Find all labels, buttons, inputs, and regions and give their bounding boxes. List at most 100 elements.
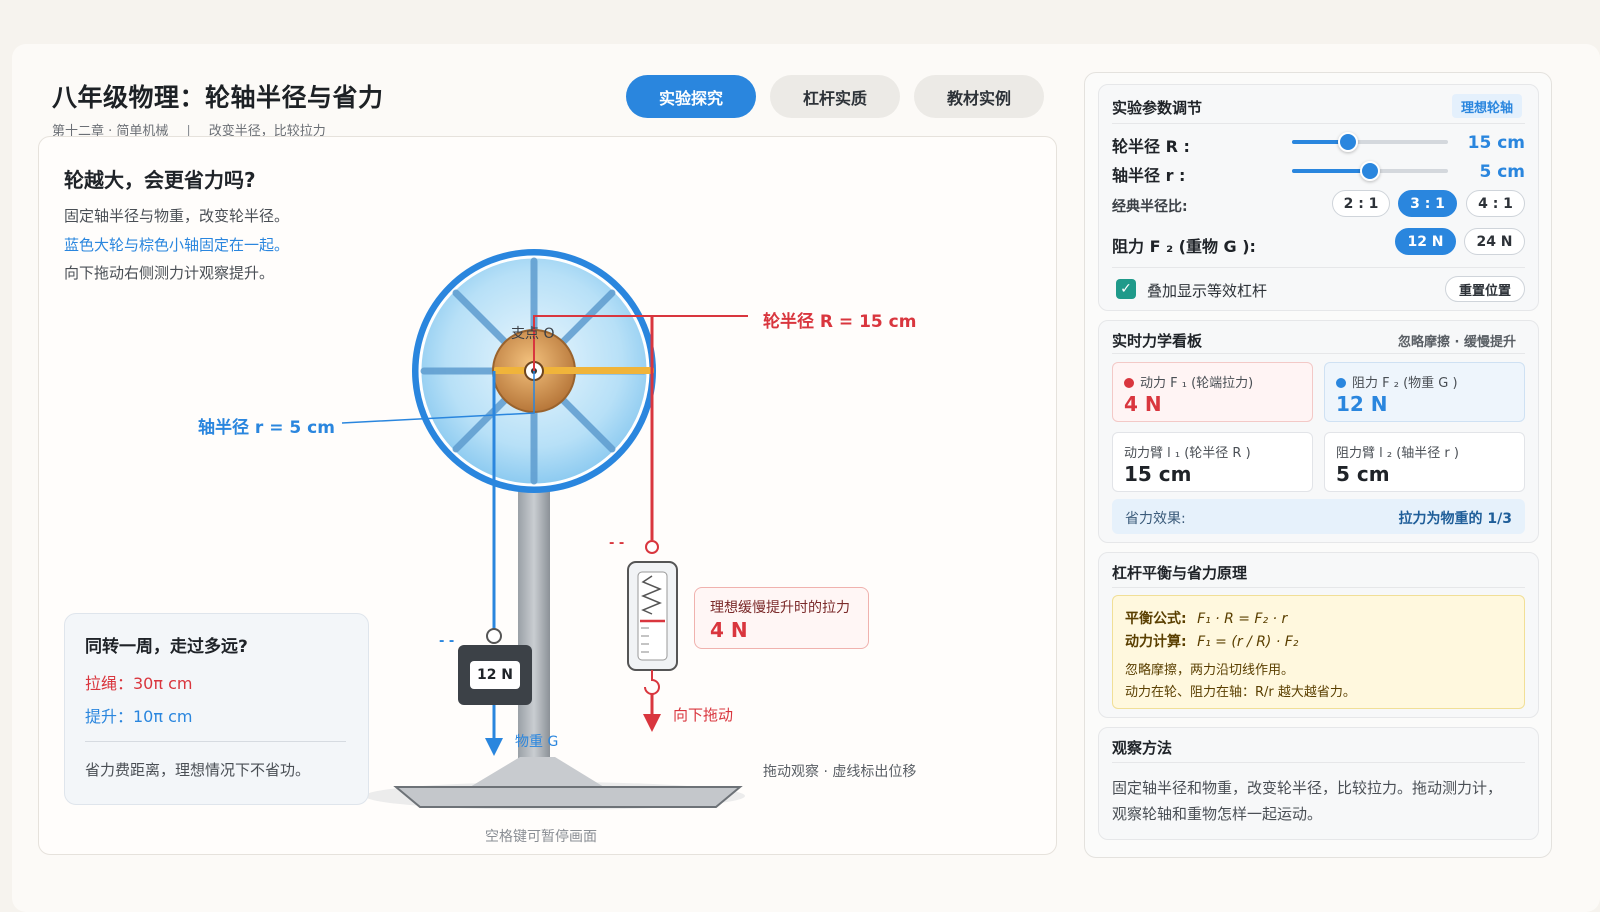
- ratio-4-1-button[interactable]: 4 : 1: [1466, 190, 1525, 217]
- wheel-radius-value: 15 cm: [1467, 133, 1525, 153]
- effort-arm-value: 15 cm: [1124, 462, 1192, 486]
- effort-force-label-text: 动力 F ₁ (轮端拉力): [1140, 376, 1254, 391]
- wheel-radius-label: 轮半径 R = 15 cm: [763, 312, 917, 332]
- stand-base-top: [470, 757, 604, 787]
- method-section: [1098, 727, 1539, 840]
- tension-title: 理想缓慢提升时的拉力: [710, 600, 850, 616]
- spring-coil: [641, 575, 662, 615]
- distance-card-divider: [85, 741, 346, 742]
- axle-radius-slider[interactable]: [1292, 161, 1448, 181]
- tab-experiment[interactable]: 实验探究: [626, 75, 756, 118]
- dashboard-title: 实时力学看板: [1112, 332, 1203, 350]
- load-force-label-text: 阻力 F ₂ (物重 G ): [1352, 376, 1458, 391]
- balance-formula: F₁ · R = F₂ · r: [1197, 611, 1288, 627]
- scale-ticks: [641, 627, 649, 653]
- effort-arm-label: 动力臂 l ₁ (轮半径 R ): [1124, 446, 1251, 461]
- method-line-2: 观察轮轴和重物怎样一起运动。: [1112, 805, 1323, 823]
- effort-key: 动力计算:: [1125, 634, 1187, 650]
- drag-hint: 拖动观察 · 虚线标出位移: [763, 764, 917, 780]
- overlay-label[interactable]: 叠加显示等效杠杆: [1147, 282, 1268, 300]
- method-divider: [1112, 762, 1525, 763]
- distance-card-title: 同转一周，走过多远?: [85, 637, 248, 657]
- effect-value: 拉力为物重的 1/3: [1398, 511, 1512, 527]
- distance-card-note: 省力费距离，理想情况下不省功。: [85, 761, 311, 779]
- pull-down-label: 向下拖动: [673, 706, 734, 724]
- load-arm-box: 阻力臂 l ₂ (轴半径 r ) 5 cm: [1324, 432, 1525, 492]
- principle-note-2: 动力在轮、阻力在轴：R/r 越大越省力。: [1125, 685, 1356, 700]
- axle-radius-value: 5 cm: [1479, 162, 1525, 182]
- load-arm-label: 阻力臂 l ₂ (轴半径 r ): [1336, 446, 1459, 461]
- ratio-2-1-button[interactable]: 2 : 1: [1332, 190, 1390, 217]
- effort-force-box: 动力 F ₁ (轮端拉力) 4 N: [1112, 362, 1313, 422]
- axle-radius-slider-fill: [1292, 169, 1370, 173]
- subtitle-separator: |: [186, 124, 191, 139]
- dashboard-divider: [1112, 353, 1525, 354]
- load-dot-icon: [1336, 378, 1346, 388]
- wheel-radius-slider-knob[interactable]: [1338, 132, 1359, 152]
- wheel-radius-param-label: 轮半径 R :: [1112, 137, 1190, 156]
- rope-distance: 拉绳：30π cm: [85, 674, 193, 693]
- wheel-radius-line: [533, 315, 748, 371]
- effort-displacement-marker: - -: [609, 536, 625, 551]
- principle-title: 杠杆平衡与省力原理: [1112, 564, 1248, 582]
- load-12n-button[interactable]: 12 N: [1395, 228, 1456, 255]
- lift-distance: 提升：10π cm: [85, 707, 193, 726]
- stand-pole: [518, 480, 550, 760]
- gravity-arrowhead: [485, 738, 503, 756]
- load-24n-button[interactable]: 24 N: [1464, 228, 1525, 255]
- method-title: 观察方法: [1112, 739, 1173, 757]
- effort-dot-icon: [1124, 378, 1134, 388]
- effort-formula-row: 动力计算: F₁ = (r / R) · F₂: [1125, 631, 1298, 651]
- method-line-1: 固定轴半径和物重，改变轮半径，比较拉力。拖动测力计，: [1112, 779, 1503, 797]
- stage-line-3: 向下拖动右侧测力计观察提升。: [64, 264, 275, 282]
- weight-value: 12 N: [476, 667, 514, 683]
- wheel-radius-slider[interactable]: [1292, 132, 1448, 152]
- load-param-label: 阻力 F ₂ (重物 G ):: [1112, 237, 1256, 256]
- overlay-divider: [1112, 267, 1525, 268]
- stand-base: [393, 786, 743, 808]
- chapter-label: 第十二章 · 简单机械: [52, 124, 169, 139]
- load-force-box: 阻力 F ₂ (物重 G ) 12 N: [1324, 362, 1525, 422]
- params-title: 实验参数调节: [1112, 99, 1203, 117]
- load-force-value: 12 N: [1336, 392, 1388, 416]
- axle-radius-param-label: 轴半径 r :: [1112, 166, 1186, 185]
- axle-radius-label: 轴半径 r = 5 cm: [198, 418, 335, 438]
- ratio-3-1-button[interactable]: 3 : 1: [1398, 190, 1457, 217]
- stage-line-1: 固定轴半径与物重，改变轮半径。: [64, 207, 290, 225]
- ideal-badge: 理想轮轴: [1452, 94, 1523, 118]
- reset-button[interactable]: 重置位置: [1445, 276, 1525, 302]
- ratio-label: 经典半径比:: [1112, 199, 1188, 215]
- effect-label: 省力效果:: [1125, 511, 1186, 527]
- effort-formula: F₁ = (r / R) · F₂: [1197, 634, 1299, 650]
- stage-question: 轮越大，会更省力吗?: [64, 168, 256, 192]
- tab-textbook-examples[interactable]: 教材实例: [914, 75, 1044, 118]
- page-subtitle: 第十二章 · 简单机械 | 改变半径，比较拉力: [52, 120, 326, 139]
- principle-note-1: 忽略摩擦，两力沿切线作用。: [1125, 663, 1295, 678]
- load-arm-value: 5 cm: [1336, 462, 1390, 486]
- axle-radius-line: [341, 371, 535, 424]
- formula-box: 平衡公式: F₁ · R = F₂ · r 动力计算: F₁ = (r / R)…: [1112, 595, 1525, 709]
- page-title: 八年级物理：轮轴半径与省力: [52, 83, 384, 112]
- weight-label: 物重 G: [515, 734, 559, 750]
- params-section: [1098, 84, 1539, 311]
- effort-arm-box: 动力臂 l ₁ (轮半径 R ) 15 cm: [1112, 432, 1313, 492]
- pause-hint: 空格键可暂停画面: [485, 829, 597, 845]
- balance-key: 平衡公式:: [1125, 611, 1187, 627]
- weight-label-plate: [470, 661, 520, 689]
- tension-readout: 理想缓慢提升时的拉力 4 N: [694, 587, 869, 649]
- principle-divider: [1112, 587, 1525, 588]
- subtitle-note: 改变半径，比较拉力: [208, 124, 326, 139]
- stage-line-2: 蓝色大轮与棕色小轴固定在一起。: [64, 236, 290, 254]
- effect-bar: 省力效果: 拉力为物重的 1/3: [1112, 499, 1525, 534]
- tension-value: 4 N: [710, 618, 748, 642]
- load-displacement-marker: - -: [439, 634, 455, 649]
- distance-card: 同转一周，走过多远? 拉绳：30π cm 提升：10π cm 省力费距离，理想情…: [64, 613, 369, 805]
- balance-formula-row: 平衡公式: F₁ · R = F₂ · r: [1125, 608, 1287, 628]
- pull-arrowhead: [643, 714, 661, 732]
- spring-scale-window: [637, 571, 668, 661]
- overlay-checkbox[interactable]: ✓: [1116, 279, 1136, 299]
- tab-lever-essence[interactable]: 杠杆实质: [770, 75, 900, 118]
- axle-radius-slider-knob[interactable]: [1360, 161, 1380, 181]
- effort-force-value: 4 N: [1124, 392, 1162, 416]
